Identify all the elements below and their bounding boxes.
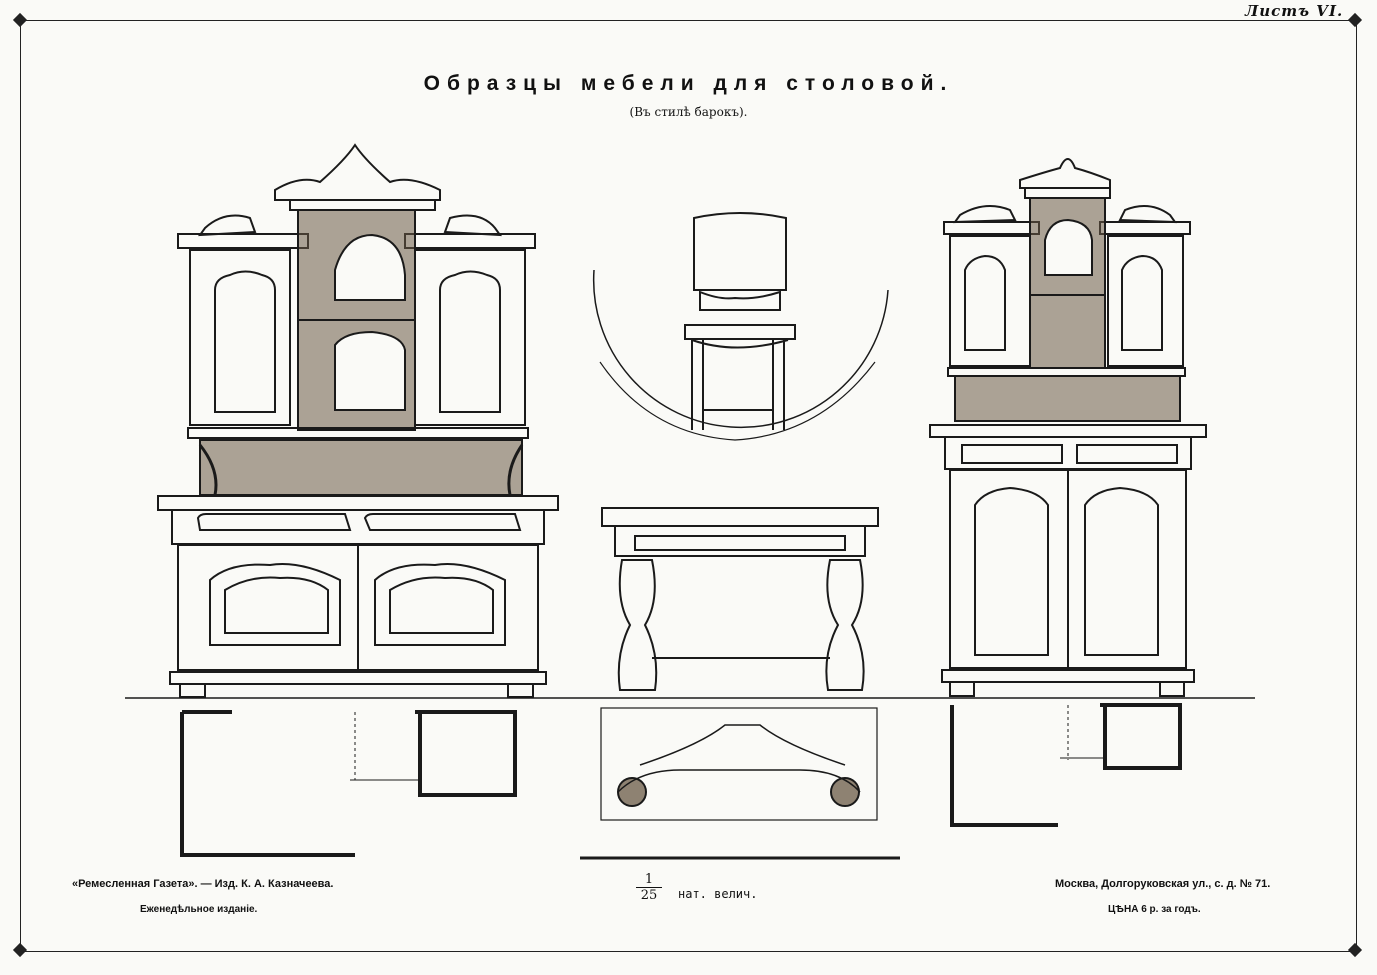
scale-denominator: 25: [636, 887, 662, 903]
chair-drawing: [592, 212, 889, 441]
left-buffet-plan: [180, 710, 517, 857]
right-buffet-plan: [950, 703, 1182, 827]
page-border: [20, 20, 1357, 952]
scale-label: нат. велич.: [678, 887, 758, 901]
page-subtitle: (Въ стилѣ барокъ).: [629, 105, 748, 119]
right-buffet-elevation: [929, 158, 1207, 697]
page-title: Образцы мебели для столовой.: [423, 72, 954, 95]
scale-numerator: 1: [644, 872, 654, 887]
left-buffet-elevation: [157, 143, 559, 698]
table-elevation: [601, 507, 879, 691]
sheet-label: Листъ VI.: [1245, 2, 1344, 20]
footer-address: Москва, Долгоруковская ул., с. д. № 71.: [1055, 878, 1271, 890]
footer-price: ЦѢНА 6 р. за годъ.: [1108, 904, 1201, 915]
footer-publisher: «Ремесленная Газета». — Изд. К. А. Казна…: [72, 878, 334, 890]
scale-fraction: 1 25: [636, 872, 662, 903]
table-plan: [580, 707, 900, 860]
footer-frequency: Еженедѣльное изданіе.: [140, 904, 258, 915]
